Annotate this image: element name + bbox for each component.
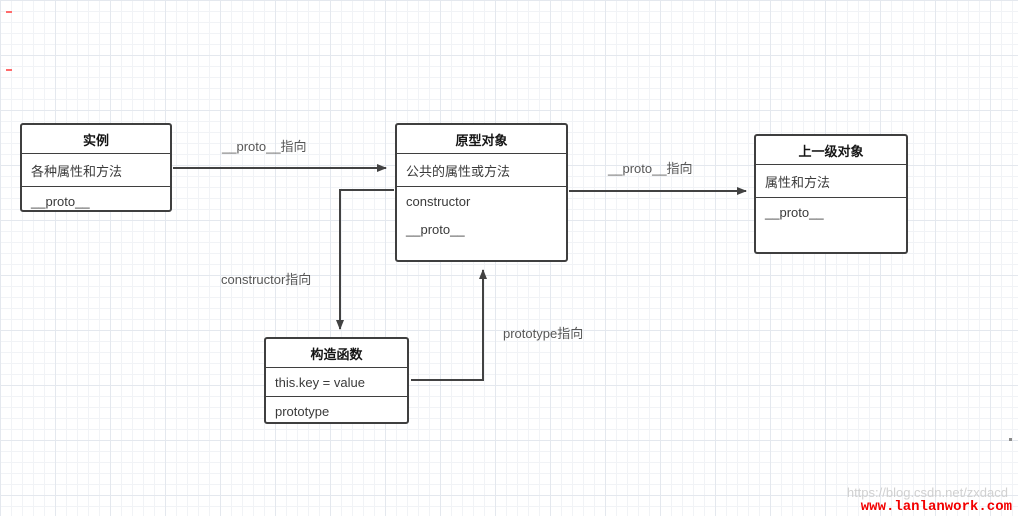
edge-artifact-tick (6, 69, 12, 71)
node-constructor-row-thiskey: this.key = value (266, 368, 407, 397)
node-instance: 实例 各种属性和方法 __proto__ (20, 123, 172, 212)
edge-label-prototype-proto: __proto__指向 (608, 161, 693, 176)
node-prototype-row-shared: 公共的属性或方法 (397, 154, 566, 187)
node-parent-title: 上一级对象 (756, 136, 906, 165)
edge-label-prototype-ref: prototype指向 (503, 326, 584, 341)
node-parent-object: 上一级对象 属性和方法 __proto__ (754, 134, 908, 254)
edge-artifact-tick (6, 11, 12, 13)
node-instance-title: 实例 (22, 125, 170, 154)
node-prototype-members: constructor __proto__ (397, 187, 566, 260)
node-instance-row-proto: __proto__ (31, 194, 90, 209)
edge-prototype-ref (411, 269, 487, 381)
node-parent-row-attrs: 属性和方法 (756, 165, 906, 198)
node-prototype-title: 原型对象 (397, 125, 566, 154)
watermark-site-url: www.lanlanwork.com (860, 499, 1012, 515)
edge-label-instance-proto: __proto__指向 (222, 139, 307, 154)
node-instance-row-attrs: 各种属性和方法 (22, 154, 170, 187)
node-prototype-member-proto: __proto__ (406, 222, 465, 237)
node-parent-proto-text: __proto__ (765, 205, 824, 220)
node-constructor-title: 构造函数 (266, 339, 407, 368)
node-constructor-row-prototype: prototype (275, 404, 330, 419)
edge-constructor-ref (336, 189, 394, 330)
node-prototype-member-constructor: constructor (406, 194, 471, 209)
edge-label-constructor-ref: constructor指向 (221, 272, 312, 287)
node-parent-member-proto: __proto__ (756, 198, 906, 252)
node-prototype-object: 原型对象 公共的属性或方法 constructor __proto__ (395, 123, 568, 262)
watermark-csdn-url: https://blog.csdn.net/zxdacd (846, 485, 1008, 500)
node-constructor-function: 构造函数 this.key = value prototype (264, 337, 409, 424)
edge-artifact-dot (1009, 438, 1012, 441)
